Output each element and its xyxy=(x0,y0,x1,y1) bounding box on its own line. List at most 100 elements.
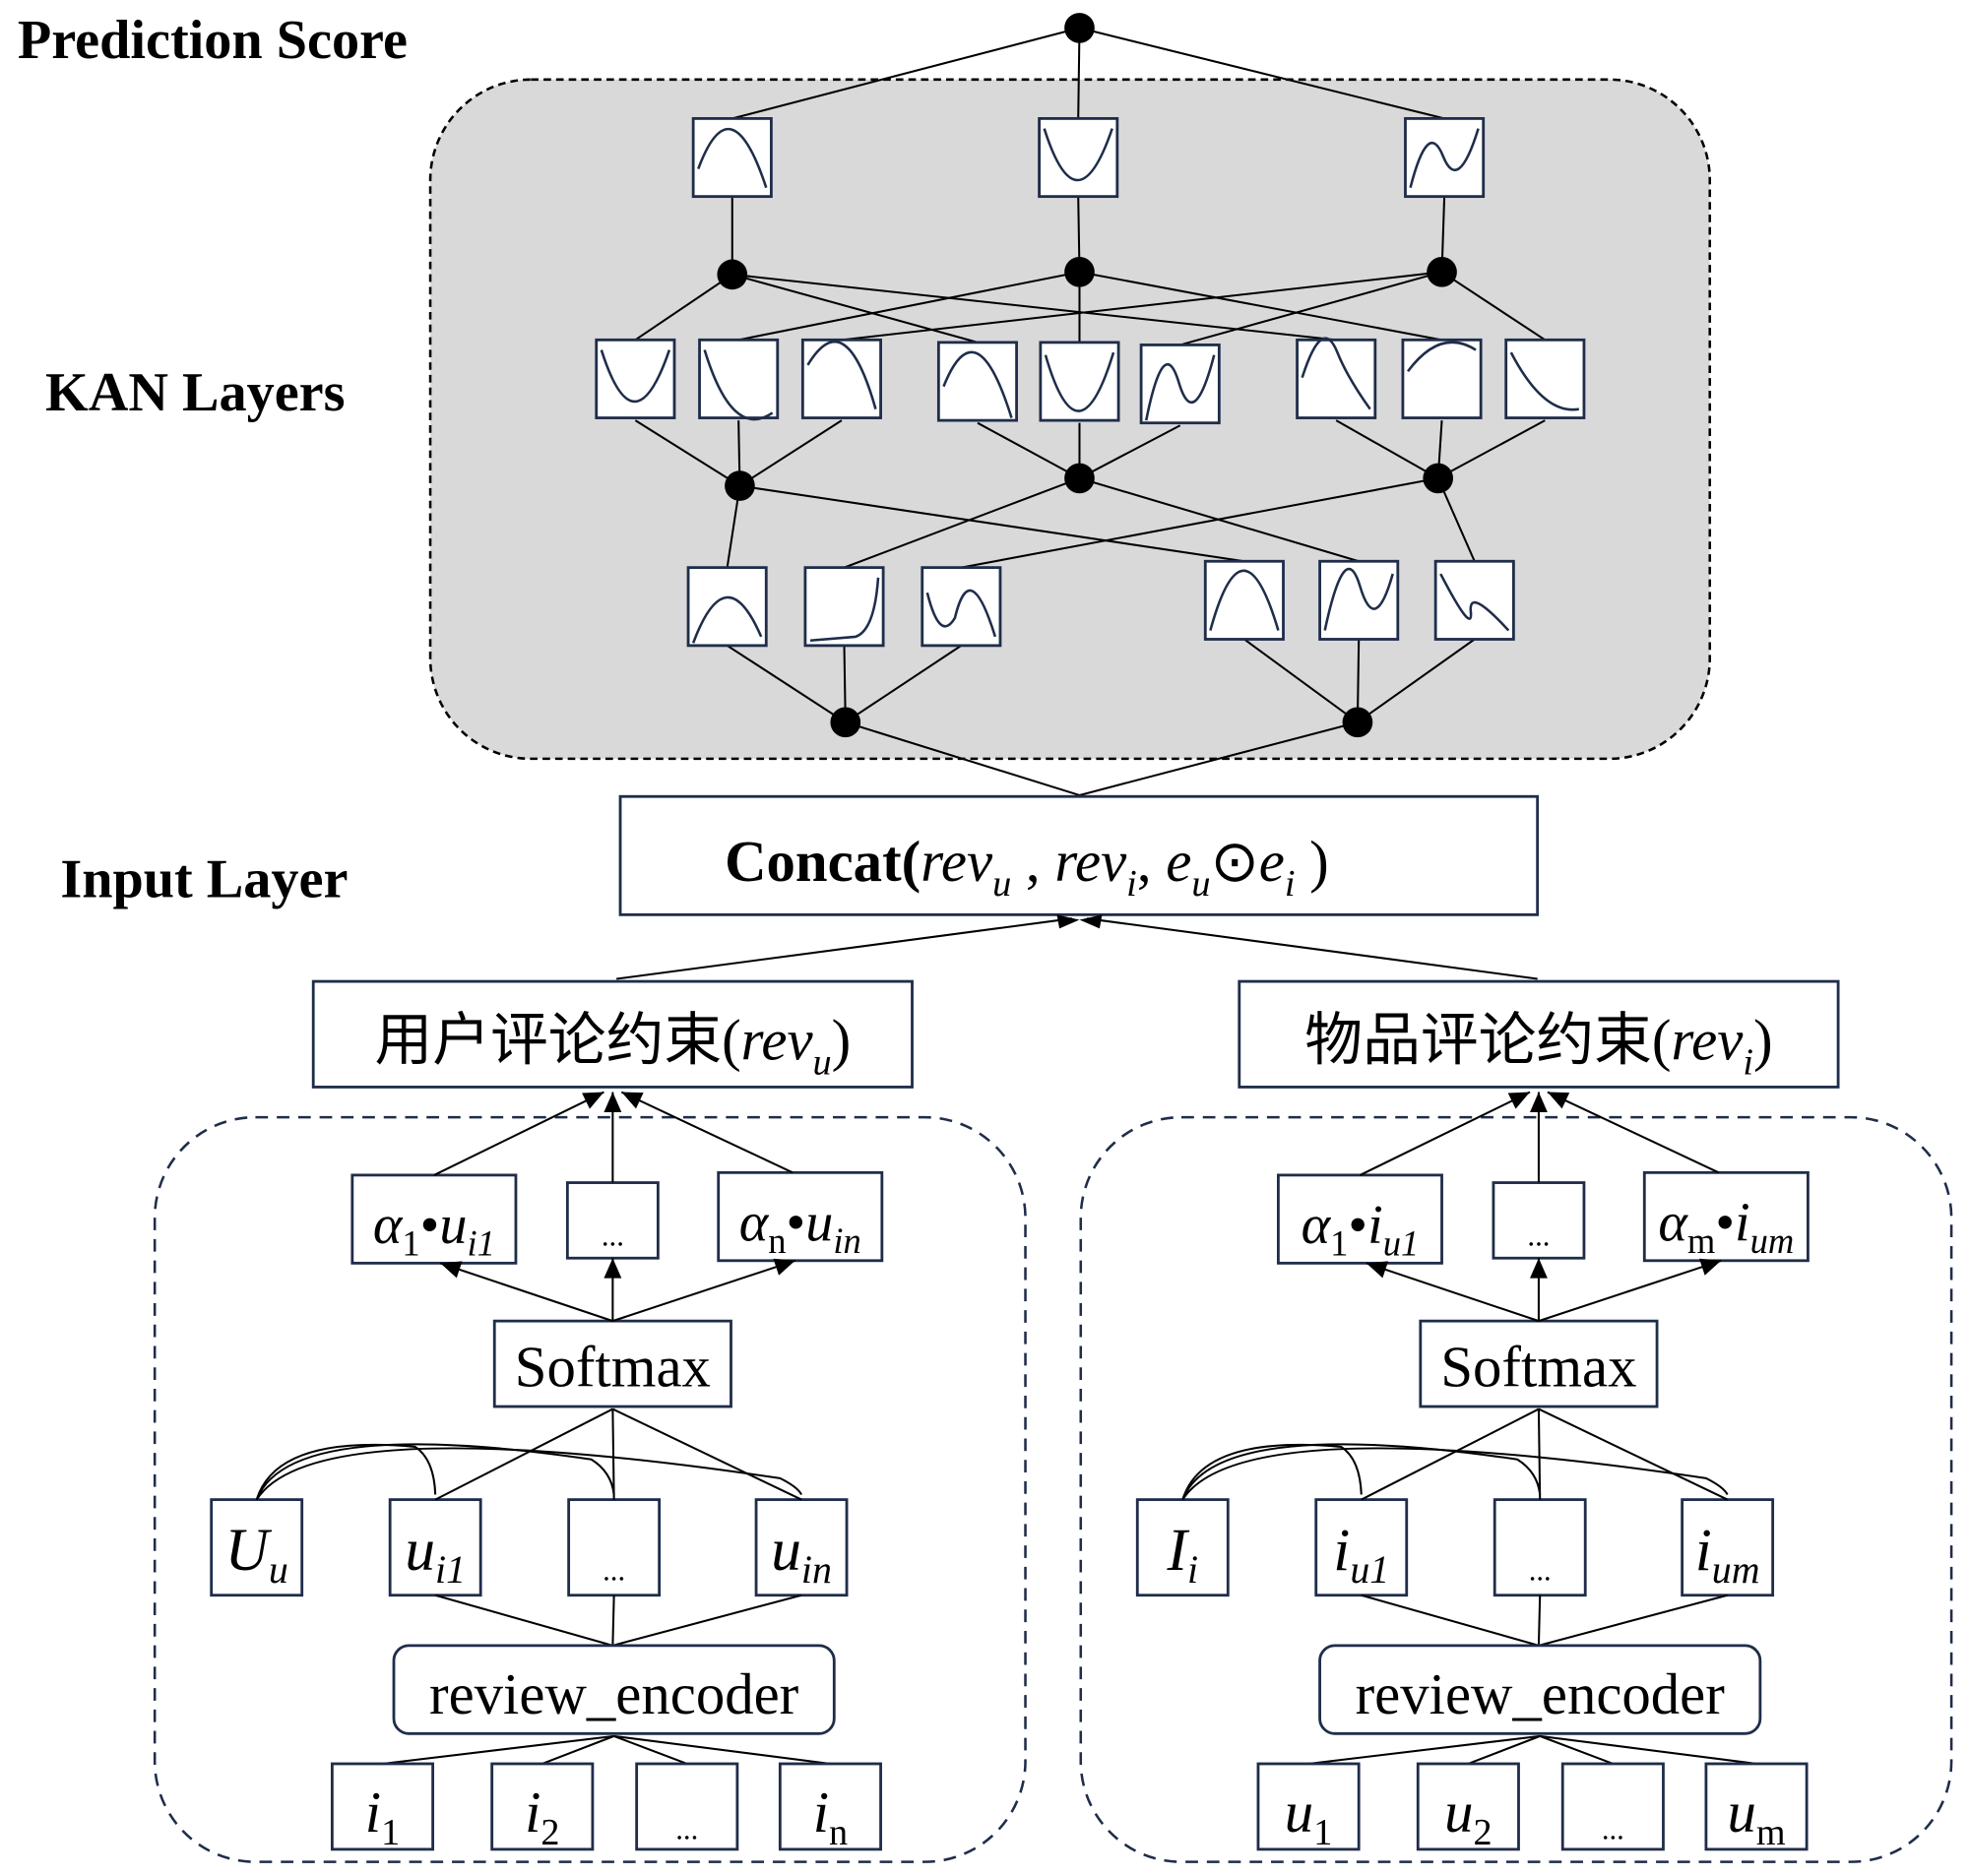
spline-curve-icon xyxy=(942,350,1013,418)
review-constraint-label: 用户评论约束(revu) xyxy=(375,1008,852,1083)
input-review-box xyxy=(1560,1762,1665,1851)
spline-curve-icon xyxy=(1323,567,1394,631)
spline-curve-icon xyxy=(1409,128,1480,189)
svg-text:αn•uin: αn•uin xyxy=(739,1192,861,1261)
svg-text:iu1: iu1 xyxy=(1333,1517,1389,1592)
kan-node xyxy=(725,470,755,501)
review-constraint-label: 物品评论约束(revi) xyxy=(1304,1008,1772,1083)
input-review-box xyxy=(330,1762,435,1851)
kan-activation-box xyxy=(1318,559,1400,641)
input-review-box xyxy=(1416,1762,1520,1851)
kan-activation-box xyxy=(691,117,773,199)
spline-curve-icon xyxy=(1209,569,1280,631)
kan-activation-box xyxy=(800,338,882,419)
review-vector-box xyxy=(567,1498,662,1597)
kan-activation-box xyxy=(1038,117,1119,199)
kan-activation-box xyxy=(921,566,1002,648)
softmax-box xyxy=(1419,1319,1659,1408)
kan-node xyxy=(1064,463,1095,494)
svg-text:...: ... xyxy=(1527,1219,1550,1252)
kan-activation-box xyxy=(1401,338,1483,419)
svg-text:ium: ium xyxy=(1695,1517,1760,1592)
svg-text:...: ... xyxy=(675,1813,698,1846)
spline-curve-icon xyxy=(925,589,997,638)
softmax-label: Softmax xyxy=(1440,1336,1636,1400)
spline-curve-icon xyxy=(1043,128,1113,182)
review-encoder-label: review_encoder xyxy=(429,1662,799,1726)
kan-activation-box xyxy=(1504,338,1586,419)
concat-formula: Concat(revu , revi, eu⊙ei ) xyxy=(725,830,1329,905)
spline-curve-icon xyxy=(1509,351,1580,411)
input-layer-label: Input Layer xyxy=(60,848,348,909)
spline-curve-icon xyxy=(691,595,763,644)
svg-text:...: ... xyxy=(603,1553,625,1587)
kan-activation-box xyxy=(1039,341,1120,422)
review-constraint-box xyxy=(311,979,914,1089)
svg-text:α1•iu1: α1•iu1 xyxy=(1302,1195,1420,1264)
kan-network xyxy=(595,13,1586,738)
kan-node xyxy=(717,259,748,290)
kan-activation-box xyxy=(1404,117,1486,199)
review-vector-box xyxy=(1681,1498,1775,1597)
query-vector-box xyxy=(210,1498,304,1597)
spline-curve-icon xyxy=(703,349,774,421)
kan-activation-box xyxy=(1433,559,1515,641)
svg-text:Uu: Uu xyxy=(225,1517,288,1592)
review-encoder-label: review_encoder xyxy=(1356,1662,1726,1726)
svg-text:um: um xyxy=(1727,1781,1785,1853)
kan-activation-box xyxy=(1203,559,1285,641)
attention-module-region xyxy=(153,1115,1027,1863)
svg-text:Ii: Ii xyxy=(1167,1517,1199,1592)
spline-curve-icon xyxy=(600,349,671,404)
kan-activation-box xyxy=(803,566,885,648)
kan-layers-label: KAN Layers xyxy=(45,362,345,423)
kan-node xyxy=(1064,13,1095,43)
kan-node xyxy=(1423,463,1454,494)
prediction-score-label: Prediction Score xyxy=(18,10,408,71)
softmax-label: Softmax xyxy=(515,1336,711,1400)
input-review-box xyxy=(1256,1762,1361,1851)
input-review-box xyxy=(635,1762,739,1851)
kan-node xyxy=(1064,256,1095,287)
weighted-review-box xyxy=(1642,1170,1810,1263)
review-encoder-box xyxy=(392,1644,836,1735)
review-vector-box xyxy=(1493,1498,1587,1597)
spline-curve-icon xyxy=(697,127,768,189)
svg-text:...: ... xyxy=(602,1219,624,1252)
kan-activation-box xyxy=(698,338,780,421)
spline-curve-icon xyxy=(1301,337,1371,410)
svg-text:i2: i2 xyxy=(525,1781,559,1853)
svg-text:i1: i1 xyxy=(365,1781,400,1853)
spline-curve-icon xyxy=(809,577,880,643)
kan-activation-box xyxy=(686,566,768,648)
spline-curve-icon xyxy=(1407,341,1477,373)
svg-text:u2: u2 xyxy=(1444,1781,1492,1853)
weighted-review-box xyxy=(1492,1181,1586,1260)
kan-node xyxy=(1427,256,1457,287)
svg-text:uin: uin xyxy=(771,1517,832,1592)
concat-box xyxy=(618,794,1540,916)
input-review-box xyxy=(778,1762,882,1851)
attention-module-region xyxy=(1079,1115,1953,1863)
svg-text:ui1: ui1 xyxy=(405,1517,466,1592)
svg-text:...: ... xyxy=(1602,1813,1624,1846)
input-review-box xyxy=(490,1762,595,1851)
spline-curve-icon xyxy=(1439,573,1510,632)
spline-curve-icon xyxy=(1044,351,1115,412)
input-review-box xyxy=(1704,1762,1809,1851)
svg-text:...: ... xyxy=(1529,1553,1552,1587)
kan-activation-box xyxy=(595,338,676,419)
weighted-review-box xyxy=(717,1170,884,1263)
kan-activation-box xyxy=(936,341,1018,422)
svg-text:α1•ui1: α1•ui1 xyxy=(373,1195,495,1264)
review-encoder-box xyxy=(1318,1644,1762,1735)
weighted-review-box xyxy=(1276,1173,1443,1265)
svg-text:in: in xyxy=(813,1781,848,1853)
kan-activation-box xyxy=(1139,344,1221,425)
review-constraint-box xyxy=(1238,979,1840,1089)
kan-activation-box xyxy=(1296,337,1377,419)
svg-text:u1: u1 xyxy=(1285,1781,1333,1853)
